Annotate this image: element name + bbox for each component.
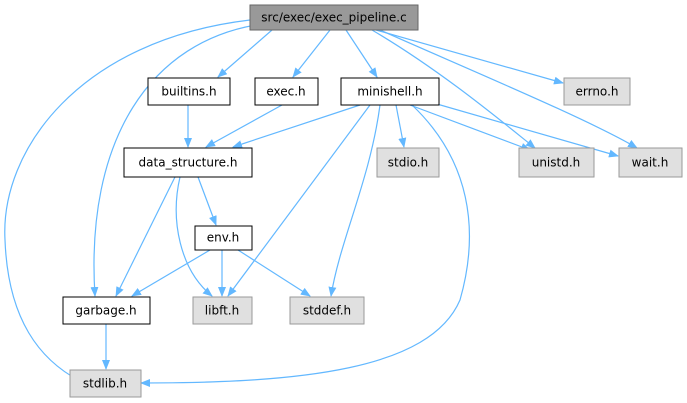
edge-layer bbox=[4, 19, 638, 387]
edge-data-structure-to-garbage bbox=[115, 176, 176, 297]
node-label-exec-pipeline: src/exec/exec_pipeline.c bbox=[261, 11, 406, 25]
edge-data-structure-to-env bbox=[197, 176, 217, 226]
edge-minishell-to-stdio bbox=[395, 104, 407, 148]
node-unistd[interactable]: unistd.h bbox=[518, 147, 595, 178]
node-label-exec-h: exec.h bbox=[266, 85, 305, 99]
node-wait[interactable]: wait.h bbox=[618, 147, 683, 178]
node-errno[interactable]: errno.h bbox=[563, 77, 631, 106]
node-label-stddef: stddef.h bbox=[303, 304, 351, 318]
edge-exec-pipeline-to-wait bbox=[379, 29, 638, 149]
node-label-wait: wait.h bbox=[632, 156, 669, 170]
node-label-garbage: garbage.h bbox=[75, 304, 136, 318]
node-stdlib[interactable]: stdlib.h bbox=[69, 369, 142, 398]
node-data-structure[interactable]: data_structure.h bbox=[123, 147, 253, 178]
node-label-builtins: builtins.h bbox=[161, 85, 216, 99]
node-stddef[interactable]: stddef.h bbox=[289, 296, 365, 325]
edge-minishell-to-wait bbox=[429, 101, 619, 158]
edge-env-to-garbage bbox=[131, 249, 211, 297]
node-label-stdio: stdio.h bbox=[388, 156, 428, 170]
edge-exec-h-to-data-structure bbox=[205, 104, 283, 148]
edge-minishell-to-unistd bbox=[409, 104, 531, 151]
node-env[interactable]: env.h bbox=[194, 225, 253, 251]
node-label-libft: libft.h bbox=[205, 304, 239, 318]
node-label-data-structure: data_structure.h bbox=[139, 156, 238, 170]
node-exec-h[interactable]: exec.h bbox=[254, 77, 319, 106]
edge-data-structure-to-libft bbox=[175, 176, 213, 297]
node-label-unistd: unistd.h bbox=[532, 156, 581, 170]
node-libft[interactable]: libft.h bbox=[192, 296, 253, 325]
edge-exec-pipeline-to-exec-h bbox=[292, 29, 331, 78]
node-layer: src/exec/exec_pipeline.c builtins.h exec… bbox=[62, 4, 683, 398]
node-label-minishell: minishell.h bbox=[357, 85, 422, 99]
edge-exec-pipeline-to-stdlib bbox=[4, 19, 251, 382]
node-garbage[interactable]: garbage.h bbox=[62, 296, 151, 325]
edge-minishell-to-stdlib bbox=[140, 104, 470, 387]
node-label-env: env.h bbox=[207, 231, 240, 245]
edge-minishell-to-stddef bbox=[328, 104, 381, 297]
node-label-errno: errno.h bbox=[576, 85, 619, 99]
edge-minishell-to-libft bbox=[227, 104, 371, 297]
node-builtins[interactable]: builtins.h bbox=[147, 77, 231, 106]
edge-exec-pipeline-to-unistd bbox=[371, 29, 536, 149]
edge-exec-pipeline-to-garbage bbox=[90, 23, 263, 297]
node-stdio[interactable]: stdio.h bbox=[376, 147, 440, 178]
edge-exec-pipeline-to-builtins bbox=[217, 29, 273, 78]
edge-minishell-to-data-structure bbox=[232, 104, 361, 148]
edge-exec-pipeline-to-minishell bbox=[345, 29, 378, 78]
node-label-stdlib: stdlib.h bbox=[83, 377, 127, 391]
edge-env-to-stddef bbox=[237, 249, 311, 297]
edge-exec-pipeline-to-errno bbox=[375, 29, 564, 85]
node-minishell[interactable]: minishell.h bbox=[340, 77, 440, 106]
node-exec-pipeline[interactable]: src/exec/exec_pipeline.c bbox=[249, 4, 419, 31]
